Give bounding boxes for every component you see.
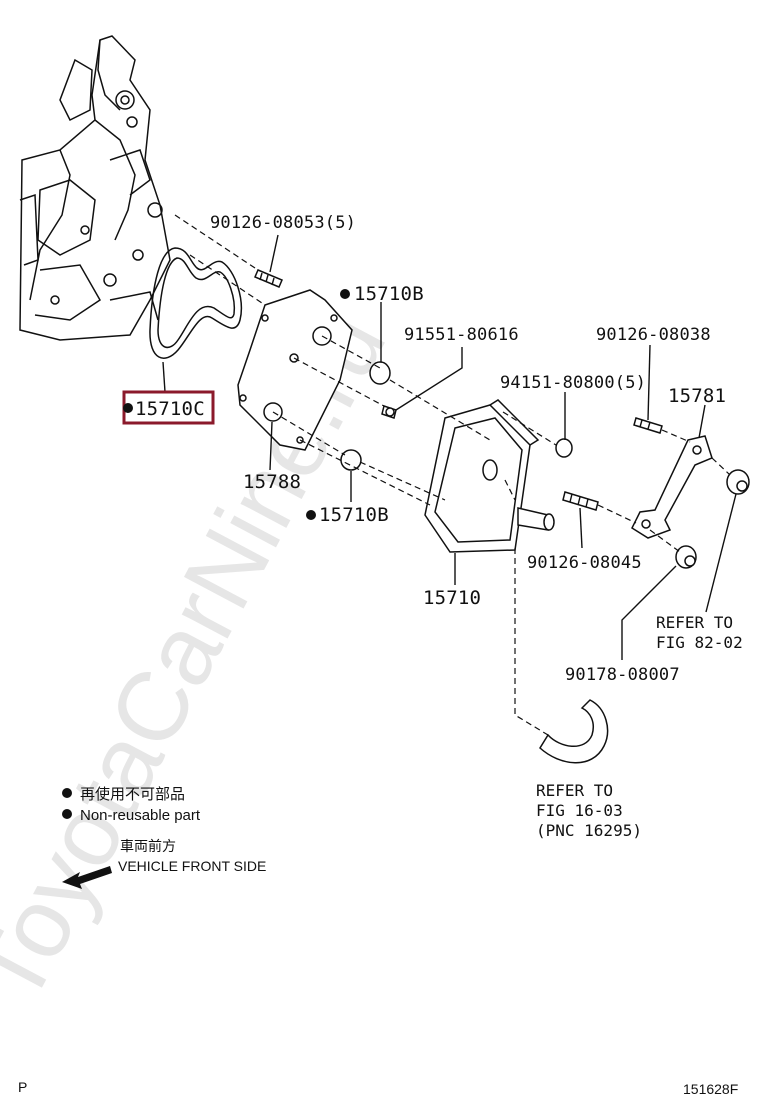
front-side-label-jp: 車両前方 <box>120 838 176 854</box>
plate-bolt-hole <box>330 314 338 322</box>
gasket-15710c-shape <box>149 247 242 359</box>
plate-bolt-hole <box>261 314 269 322</box>
reference-fig-82-02-line2[interactable]: FIG 82-02 <box>656 633 743 652</box>
legend-bullet <box>62 809 72 819</box>
legend-non-reusable-en: Non-reusable part <box>80 807 201 824</box>
plate-port-upper <box>312 326 332 346</box>
vehicle-front-arrow-icon <box>62 866 112 889</box>
reference-fig-16-03-line2[interactable]: FIG 16-03 <box>536 801 623 820</box>
gasket-15710c-inner <box>157 257 236 349</box>
o-ring-upper <box>369 361 391 385</box>
part-label-90126-08038[interactable]: 90126-08038 <box>596 325 711 345</box>
plate-hole <box>289 353 299 363</box>
part-label-15710[interactable]: 15710 <box>423 587 481 609</box>
front-side-label-en: VEHICLE FRONT SIDE <box>118 858 266 874</box>
footer-left-label: P <box>18 1079 27 1095</box>
plate-bolt-hole <box>296 436 304 444</box>
plate-15788-shape <box>237 289 353 451</box>
bolt-90126-08053 <box>254 269 283 288</box>
engine-block-illustration <box>19 35 171 341</box>
part-label-15710c[interactable]: 15710C <box>135 398 205 420</box>
part-label-90126-08045[interactable]: 90126-08045 <box>527 553 642 573</box>
cushion-right <box>726 469 750 495</box>
non-reusable-marker <box>306 510 316 520</box>
non-reusable-marker <box>123 403 133 413</box>
part-label-15788[interactable]: 15788 <box>243 471 301 493</box>
legend-non-reusable-jp: 再使用不可部品 <box>80 786 185 803</box>
reference-fig-16-03-line3: (PNC 16295) <box>536 821 642 840</box>
hose-shape <box>539 699 609 764</box>
part-label-15710b-upper[interactable]: 15710B <box>354 283 424 305</box>
part-label-91551-80616[interactable]: 91551-80616 <box>404 325 519 345</box>
assembly-lines <box>174 214 731 736</box>
cushion-90178-08007 <box>675 545 697 569</box>
nut-94151-80800 <box>555 438 573 458</box>
figure-code: 151628F <box>683 1081 738 1097</box>
reference-fig-82-02-line1[interactable]: REFER TO <box>656 613 733 632</box>
bracket-15781-shape <box>631 435 713 539</box>
part-label-15710b-lower[interactable]: 15710B <box>319 504 389 526</box>
reference-fig-16-03-line1[interactable]: REFER TO <box>536 781 613 800</box>
leader-lines <box>162 234 737 660</box>
stud-90126-08038 <box>633 417 663 434</box>
plug-91551-80616 <box>381 405 397 419</box>
plate-port-lower <box>263 402 283 422</box>
non-reusable-marker <box>340 289 350 299</box>
part-label-90178-08007[interactable]: 90178-08007 <box>565 665 680 685</box>
o-ring-lower <box>340 449 362 471</box>
part-label-94151-80800[interactable]: 94151-80800(5) <box>500 373 646 393</box>
stud-90126-08045 <box>562 491 599 511</box>
part-label-90126-08053[interactable]: 90126-08053(5) <box>210 213 356 233</box>
plate-bolt-hole <box>239 394 247 402</box>
legend-bullet <box>62 788 72 798</box>
oil-cooler-15710-shape <box>424 399 555 553</box>
part-label-15781[interactable]: 15781 <box>668 385 726 407</box>
